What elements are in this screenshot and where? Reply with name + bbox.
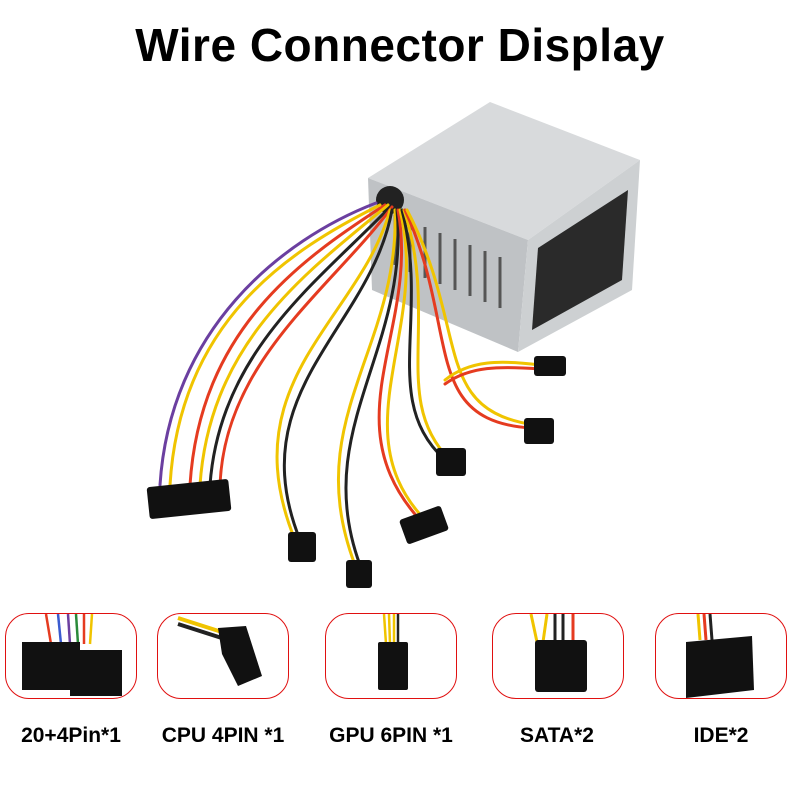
psu-label [532,190,628,330]
connector-card-24pin [5,613,137,699]
connector-label: 20+4Pin*1 [21,724,121,747]
atx-24pin-connector-icon [22,614,122,696]
gpu-6pin-connector-icon [378,614,408,690]
connector-card-cpu [157,613,289,699]
cpu-4pin-connector [288,532,316,562]
connector-card-sata [492,613,624,699]
molex-connector [436,448,466,476]
connector-label: GPU 6PIN *1 [329,724,453,747]
cpu-4pin-connector-icon [177,616,262,686]
power-supply-image [146,102,640,588]
atx-24pin-connector [146,479,232,519]
connector-label: CPU 4PIN *1 [161,724,285,747]
sata-connector [534,356,566,376]
connector-card-gpu [325,613,457,699]
connector-label: IDE*2 [693,724,749,747]
molex-connector-icon [529,614,587,692]
connector-label: SATA*2 [520,724,594,747]
page-title: Wire Connector Display [135,19,665,71]
gpu-6pin-connector [346,560,372,588]
molex-connector [524,418,554,444]
psu-top-face [368,102,640,240]
connector-card-ide [655,613,787,699]
sata-connector-icon [686,614,754,698]
molex-connector [399,506,449,544]
